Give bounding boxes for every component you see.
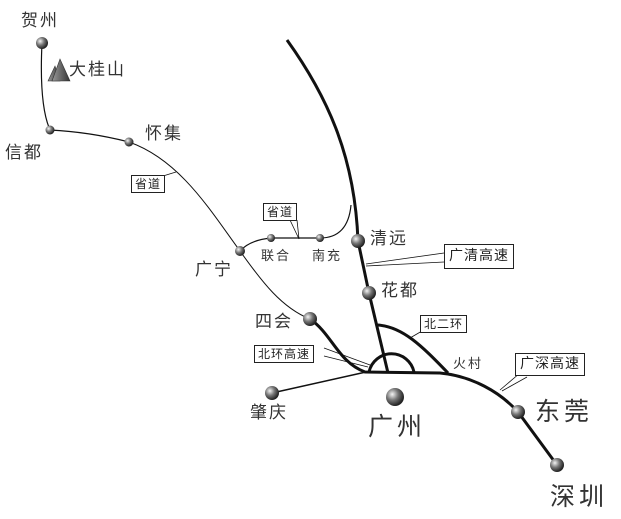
city-dot-nanchong	[316, 234, 324, 242]
city-dot-guangning	[235, 246, 245, 256]
city-dot-sihui	[303, 312, 317, 326]
callout-pointer	[289, 219, 300, 240]
city-label-dongguan: 东莞	[535, 397, 594, 426]
callout-pointer	[499, 372, 528, 392]
city-dot-hezhou	[36, 37, 48, 49]
city-dot-guangzhou	[386, 388, 404, 406]
callout-pointer	[365, 252, 445, 267]
road-label-guangshen: 广深高速	[515, 353, 585, 376]
road-label-provincial-2: 省道	[263, 203, 298, 222]
city-label-guangzhou: 广州	[368, 412, 427, 441]
city-label-huadu: 花都	[381, 281, 419, 301]
city-label-huaiji: 怀集	[145, 124, 183, 144]
city-dot-zhaoqing	[265, 386, 279, 400]
city-dot-lianhe	[267, 234, 275, 242]
city-label-qingyuan: 清远	[370, 229, 408, 249]
city-dot-huaiji	[124, 137, 134, 147]
city-dot-shenzhen	[550, 458, 564, 472]
city-dot-huadu	[362, 286, 376, 300]
road-xindu-huaiji	[49, 129, 130, 143]
city-label-huocun: 火村	[453, 357, 484, 372]
road-label-beierhuan: 北二环	[420, 315, 468, 334]
city-label-sihui: 四会	[255, 312, 293, 332]
road-guangning-qingyuan	[239, 204, 352, 252]
road-beierhuan	[376, 323, 450, 375]
city-dots	[36, 37, 564, 472]
road-label-beihuan: 北环高速	[254, 345, 315, 364]
city-dot-dongguan	[511, 405, 525, 419]
mountain-icon	[47, 58, 71, 82]
city-label-hezhou: 贺州	[21, 11, 59, 31]
city-label-guangning: 广宁	[195, 260, 233, 280]
city-label-lianhe: 联合	[261, 249, 292, 264]
city-label-xindu: 信都	[5, 143, 43, 163]
city-dot-xindu	[45, 125, 55, 135]
city-label-zhaoqing: 肇庆	[250, 403, 288, 423]
road-huaiji-sihui	[128, 141, 311, 320]
city-dot-qingyuan	[351, 234, 365, 248]
road-beihuan-expressway	[309, 317, 559, 466]
callout-pointer	[162, 171, 177, 177]
road-label-provincial-1: 省道	[131, 175, 166, 194]
road-hezhou-xindu	[40, 42, 51, 131]
callout-pointer	[323, 347, 371, 368]
road-guangqing-expressway	[285, 39, 390, 374]
city-label-shenzhen: 深圳	[550, 482, 609, 511]
mountain-label: 大桂山	[69, 60, 126, 80]
road-label-guangqing: 广清高速	[444, 244, 514, 269]
city-label-nanchong: 南充	[312, 249, 343, 264]
road-zhaoqing	[271, 371, 367, 394]
road-ring-arc	[367, 352, 416, 373]
